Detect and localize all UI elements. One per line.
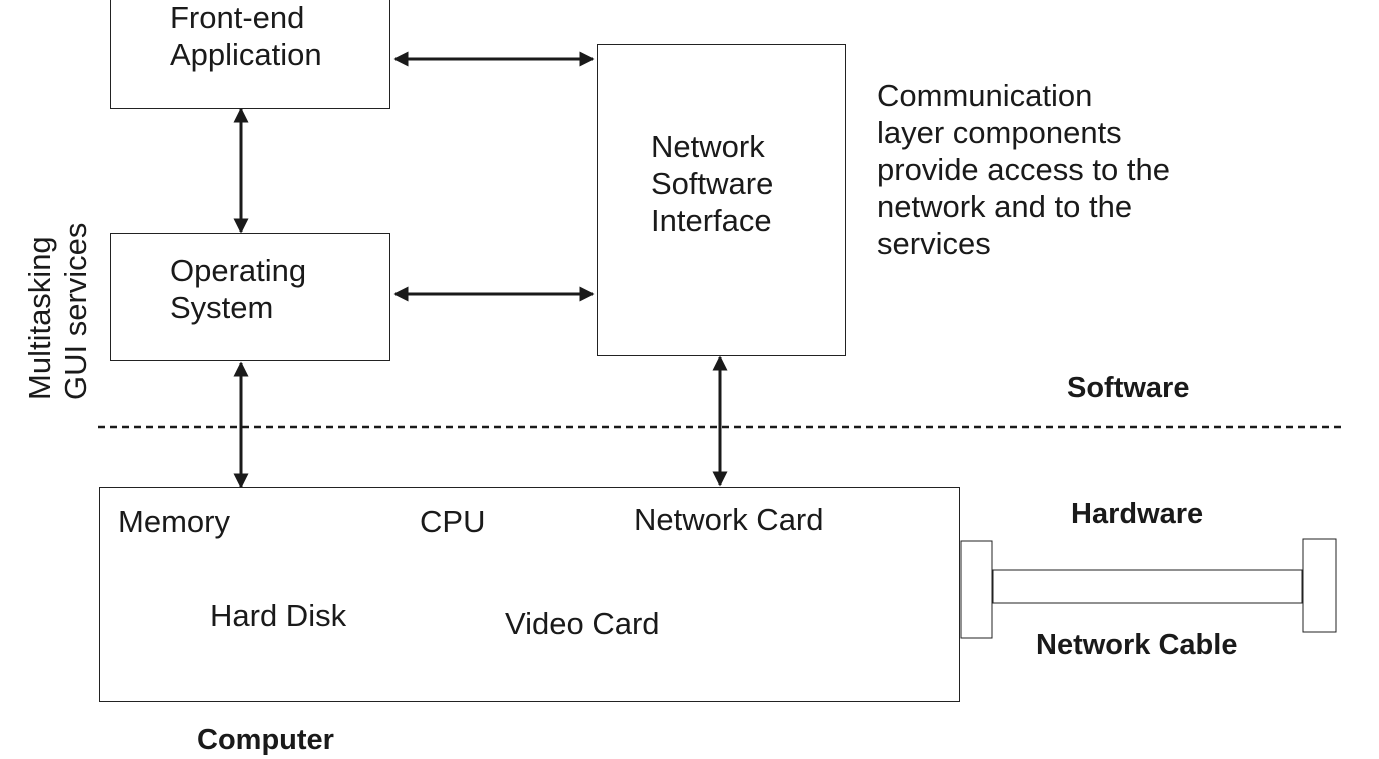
network-cable-label: Network Cable — [1036, 629, 1238, 661]
software-layer-label: Software — [1067, 372, 1190, 404]
network-software-interface-label: Network Software Interface — [651, 129, 774, 238]
frontend-application-box — [110, 0, 390, 109]
cable-right-plug — [1302, 538, 1337, 633]
hard-disk-label: Hard Disk — [210, 598, 347, 633]
operating-system-label: Operating System — [170, 253, 307, 325]
network-card-label: Network Card — [634, 502, 824, 537]
communication-layer-description: Communication layer components provide a… — [877, 78, 1170, 261]
memory-label: Memory — [118, 504, 230, 539]
cpu-label: CPU — [420, 504, 486, 539]
computer-box — [99, 487, 960, 702]
multitasking-gui-services-label: Multitasking GUI services — [22, 222, 93, 400]
computer-caption: Computer — [197, 724, 334, 756]
network-software-interface-box — [597, 44, 846, 356]
hardware-layer-label: Hardware — [1071, 498, 1204, 530]
connector-layer — [98, 51, 1343, 639]
cable-body — [992, 569, 1303, 604]
cable-left-plug — [960, 540, 993, 639]
video-card-label: Video Card — [505, 606, 660, 641]
frontend-application-label: Front-end Application — [170, 0, 322, 72]
operating-system-box — [110, 233, 390, 361]
